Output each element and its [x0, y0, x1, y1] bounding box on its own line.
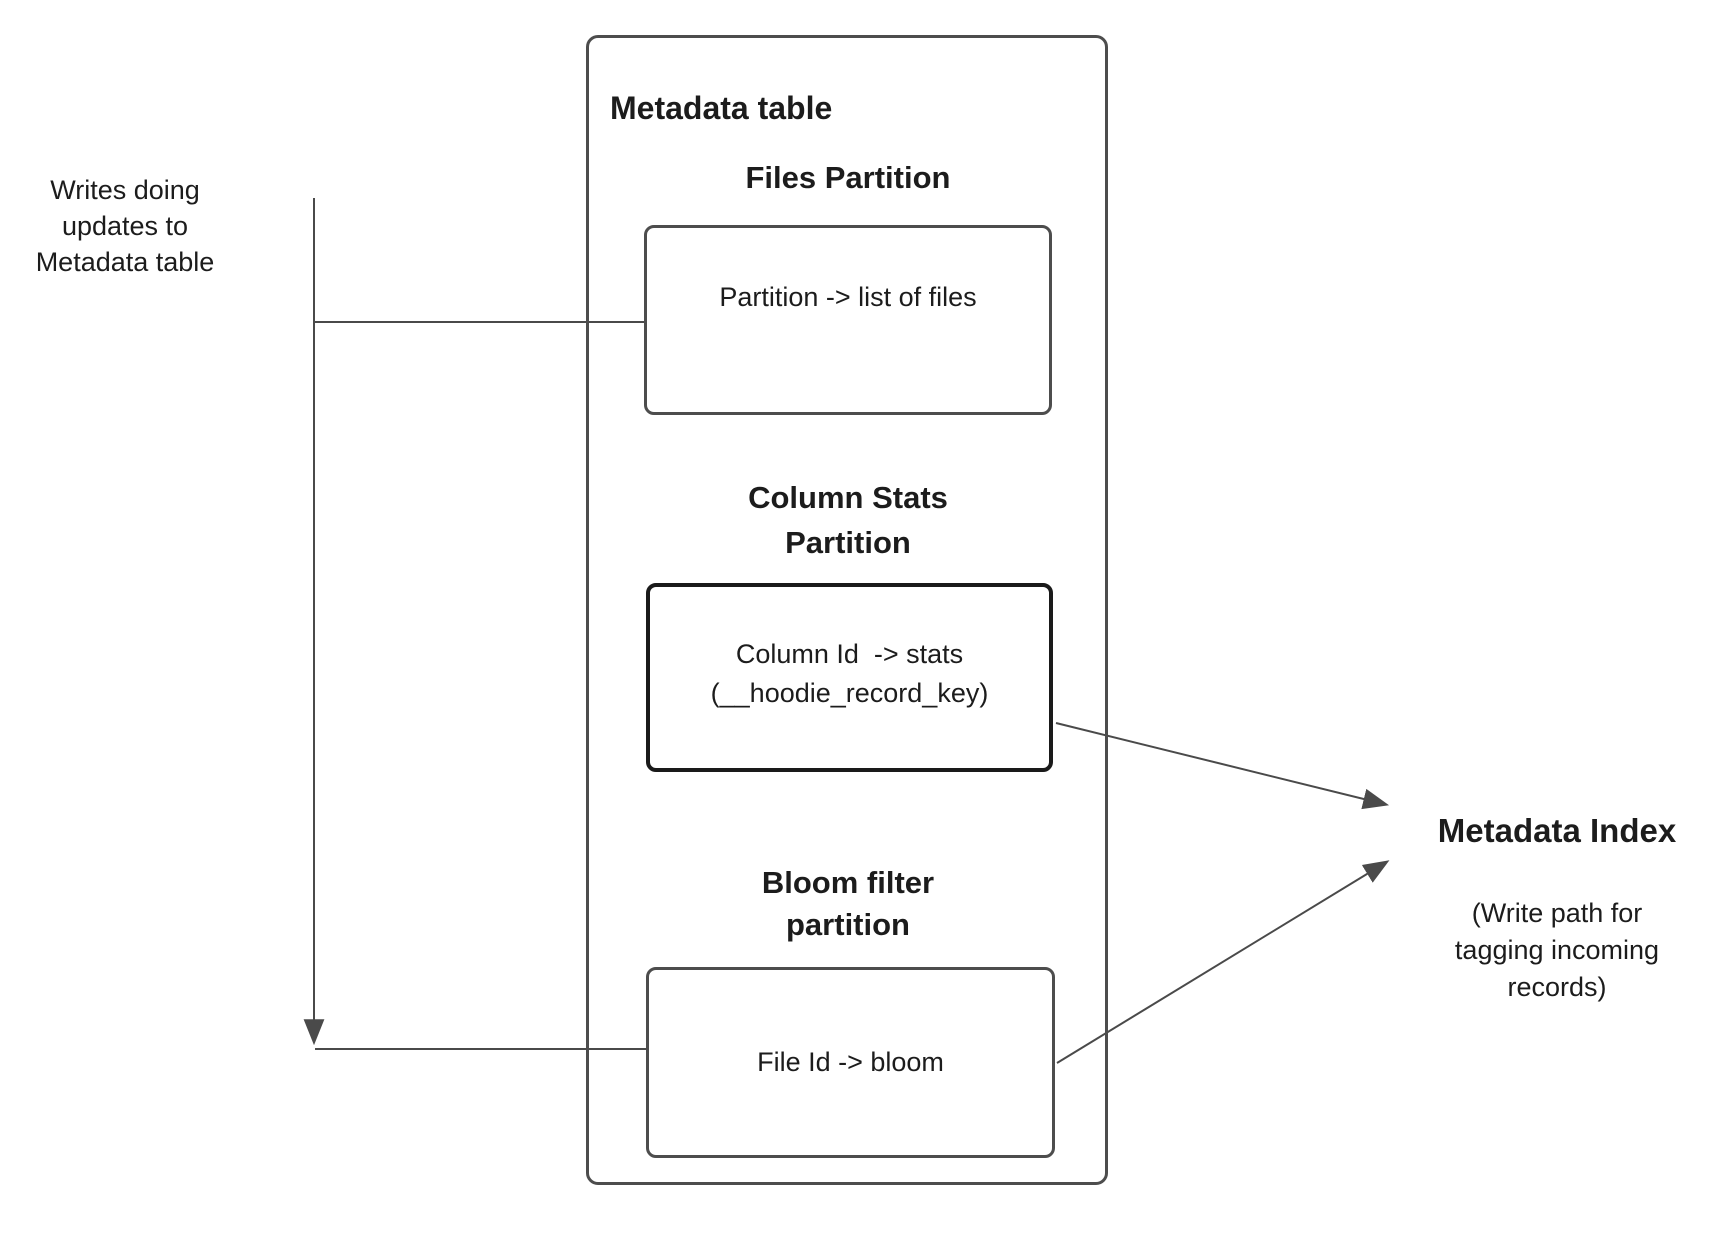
writes-annotation: Writes doing updates to Metadata table	[35, 175, 215, 277]
arrow-bloom-to-index	[1056, 860, 1390, 1064]
bloom-filter-box-text: File Id -> bloom	[757, 1047, 944, 1077]
column-stats-heading: Column Stats Partition	[748, 480, 948, 560]
column-stats-box: Column Id -> stats (__hoodie_record_key)	[646, 583, 1053, 772]
files-partition-box: Partition -> list of files	[644, 225, 1052, 415]
arrow-column-stats-to-index	[1055, 722, 1390, 810]
metadata-table-container	[586, 35, 1108, 1185]
bloom-filter-box: File Id -> bloom	[646, 967, 1055, 1158]
bloom-filter-heading: Bloom filter partition	[761, 865, 935, 942]
column-stats-box-text: Column Id -> stats (__hoodie_record_key)	[710, 638, 989, 708]
metadata-index-title: Metadata Index	[1437, 812, 1677, 849]
files-partition-heading: Files Partition	[745, 160, 951, 195]
files-partition-box-text: Partition -> list of files	[719, 281, 977, 312]
metadata-index-subtitle: (Write path for tagging incoming records…	[1454, 898, 1660, 1002]
metadata-table-title: Metadata table	[610, 90, 833, 126]
